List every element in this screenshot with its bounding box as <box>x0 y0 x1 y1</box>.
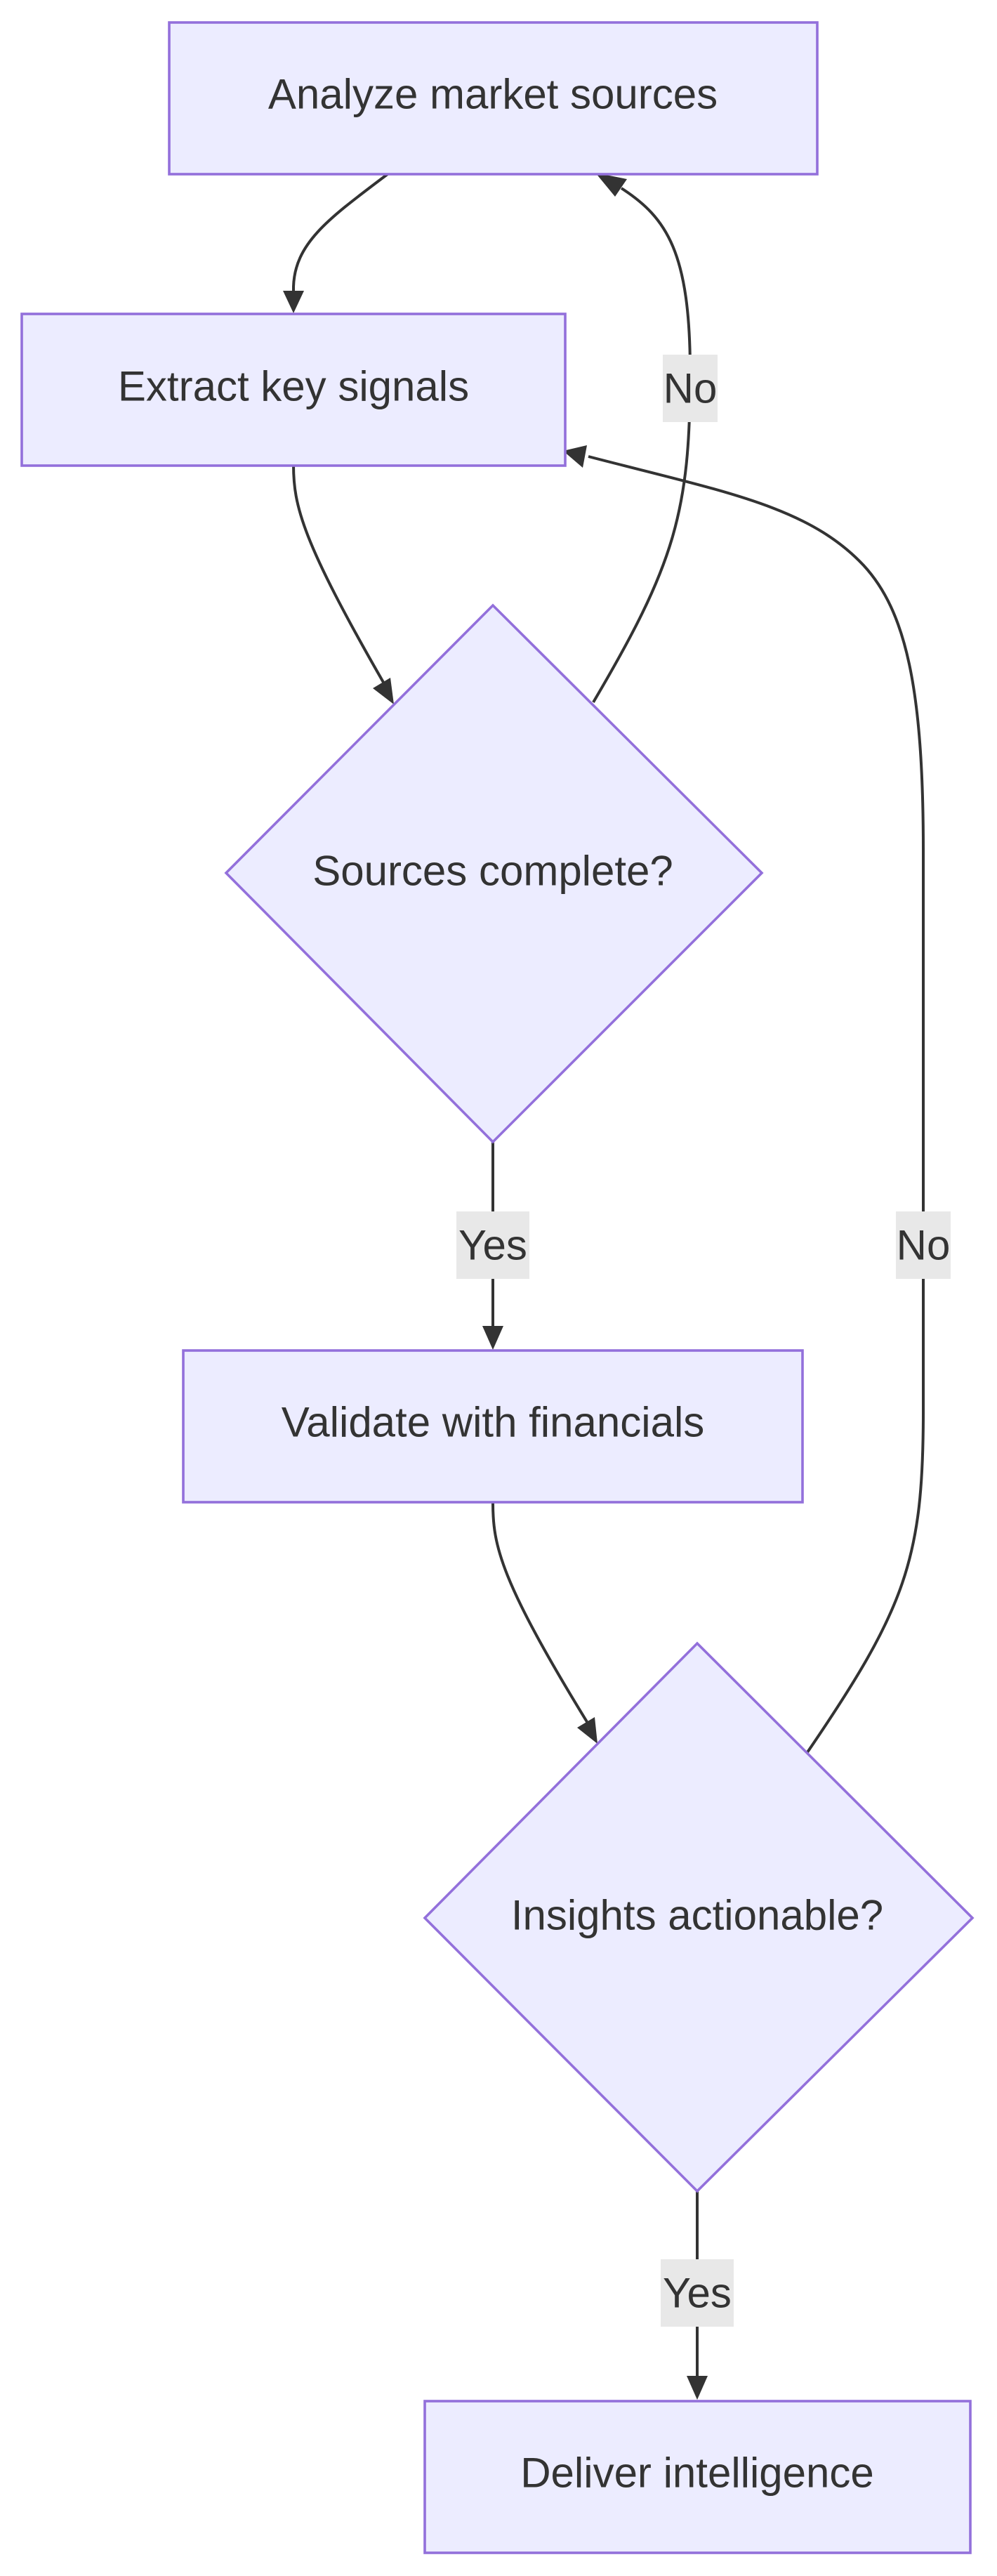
edge-label-background <box>663 355 718 422</box>
edge-label-background <box>456 1211 529 1279</box>
node-label: Validate with financials <box>282 1399 705 1446</box>
arrowhead-icon <box>577 1717 597 1744</box>
node-label: Sources complete? <box>312 848 673 895</box>
arrowhead-icon <box>482 1326 503 1350</box>
edge-line <box>292 173 389 294</box>
node-validate-with-financials: Validate with financials <box>182 1349 804 1504</box>
decision-diamond <box>224 603 764 1144</box>
nodes: Analyze market sources Extract key signa… <box>20 21 975 2554</box>
node-label: Analyze market sources <box>268 71 718 118</box>
decision-diamond <box>423 1641 975 2193</box>
node-deliver-intelligence: Deliver intelligence <box>423 2400 972 2554</box>
edge-insights-check-to-deliver: Yes <box>661 2191 734 2400</box>
edge-sources-check-to-validate: Yes <box>456 1141 529 1350</box>
arrowhead-icon <box>283 291 304 313</box>
edge-sources-check-to-analyze: No <box>592 173 718 704</box>
arrowhead-icon <box>687 2376 708 2400</box>
process-box <box>423 2400 972 2554</box>
edge-line <box>292 464 386 685</box>
edge-insights-check-to-extract: No <box>563 445 951 1754</box>
edges: No Yes No Yes <box>283 173 951 2400</box>
node-label: Deliver intelligence <box>520 2450 874 2497</box>
node-sources-complete: Sources complete? <box>224 603 764 1144</box>
node-label: Extract key signals <box>118 363 469 410</box>
edge-validate-to-insights-check <box>491 1502 597 1744</box>
node-extract-key-signals: Extract key signals <box>20 313 567 467</box>
edge-label-background <box>896 1211 951 1279</box>
edge-analyze-to-extract <box>283 173 389 313</box>
arrowhead-icon <box>563 445 587 468</box>
edge-label-yes: Yes <box>663 2270 732 2317</box>
node-label: Insights actionable? <box>511 1892 883 1939</box>
edge-line <box>491 1502 590 1726</box>
node-analyze-market-sources: Analyze market sources <box>168 21 819 176</box>
process-box <box>182 1349 804 1504</box>
arrowhead-icon <box>373 678 394 704</box>
edge-label-no: No <box>663 365 718 412</box>
node-insights-actionable: Insights actionable? <box>423 1641 975 2193</box>
arrowhead-icon <box>595 173 627 197</box>
edge-label-background <box>661 2259 734 2327</box>
edge-label-yes: Yes <box>458 1222 527 1269</box>
edge-line <box>588 455 925 1754</box>
process-box <box>20 313 567 467</box>
edge-line <box>592 187 692 704</box>
edge-extract-to-sources-check <box>292 464 394 704</box>
edge-label-no: No <box>897 1222 951 1269</box>
process-box <box>168 21 819 176</box>
